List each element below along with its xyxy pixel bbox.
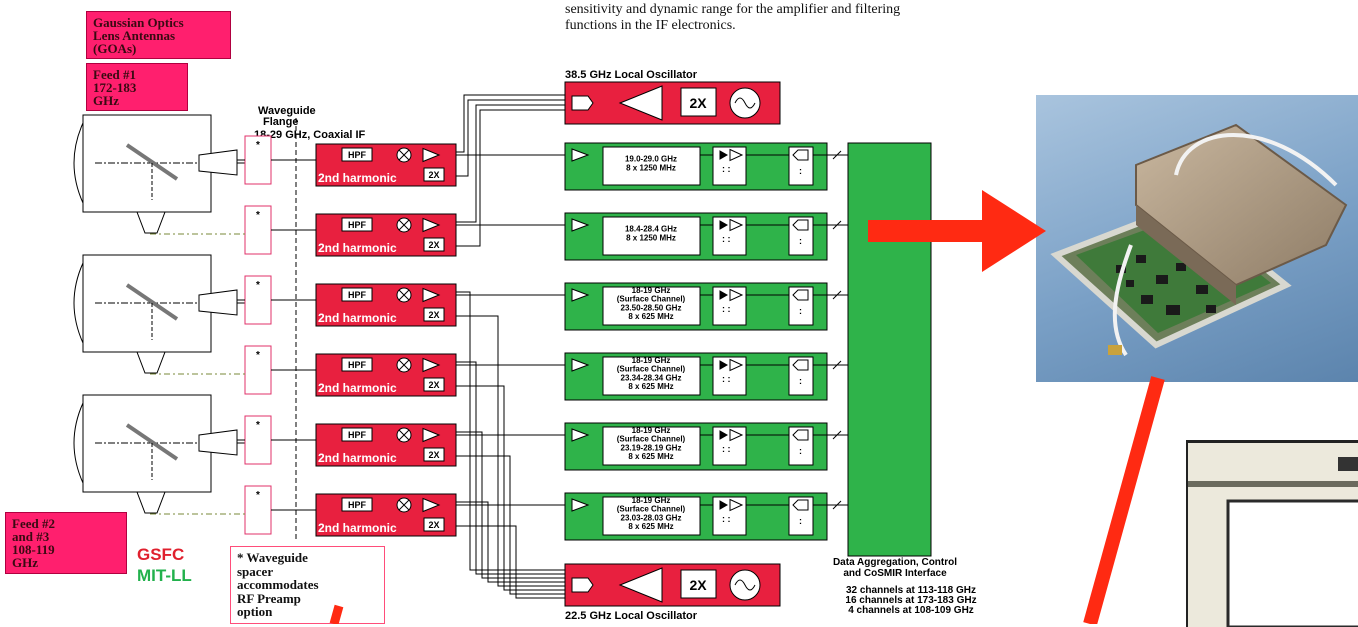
red-line-left [334, 606, 339, 624]
right-arrow [868, 190, 1046, 272]
red-line-right [1090, 378, 1158, 624]
